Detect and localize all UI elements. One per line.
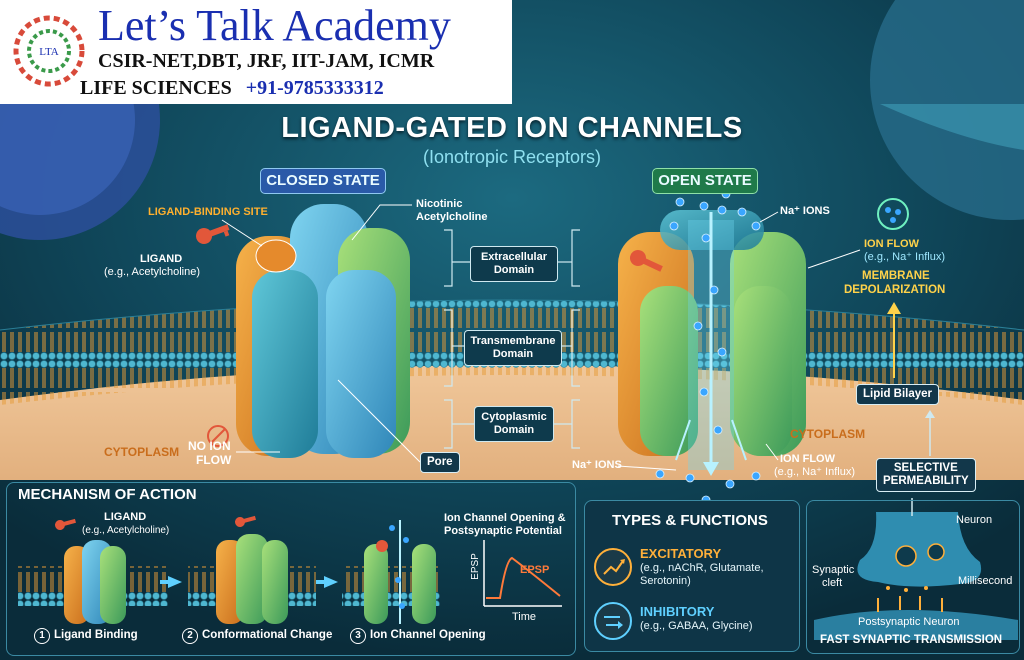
excitatory-example-1: (e.g., nAChR, Glutamate, — [640, 562, 764, 574]
membrane-depolarization-label-2: DEPOLARIZATION — [844, 284, 946, 296]
mechanism-title: MECHANISM OF ACTION — [18, 486, 197, 503]
mechanism-panel — [6, 482, 576, 656]
ligand-label: LIGAND — [140, 253, 183, 265]
no-ion-flow-label-2: FLOW — [196, 453, 232, 467]
closed-state-pill: CLOSED STATE — [260, 168, 386, 194]
epsp-curve-label: EPSP — [520, 564, 550, 576]
academy-subject: LIFE SCIENCES — [80, 77, 232, 99]
receptor-label-1: Nicotinic — [416, 198, 463, 210]
excitatory-example-2: Serotonin) — [640, 575, 691, 587]
synapse-illustration — [814, 498, 1018, 640]
receptor-label-2: Acetylcholine — [416, 211, 488, 223]
no-ion-flow-label-1: NO ION — [188, 439, 231, 453]
excitatory-label: EXCITATORY — [640, 546, 722, 561]
opening-title-2: Postsynaptic Potential — [444, 525, 562, 537]
fast-synaptic-transmission-title: FAST SYNAPTIC TRANSMISSION — [820, 634, 1003, 646]
inhibitory-arrow-icon — [594, 602, 632, 640]
academy-exams: CSIR-NET,DBT, JRF, IIT-JAM, ICMR — [98, 50, 435, 72]
time-axis-label: Time — [512, 611, 537, 623]
na-ions-bottom-label: Na⁺ IONS — [572, 459, 622, 471]
inhibitory-label: INHIBITORY — [640, 604, 715, 619]
page-title: LIGAND-GATED ION CHANNELS — [281, 112, 743, 144]
pore-label: Pore — [420, 452, 460, 473]
epsp-axis-label: EPSP — [469, 553, 481, 580]
types-title: TYPES & FUNCTIONS — [612, 512, 768, 529]
page-subtitle: (Ionotropic Receptors) — [422, 147, 602, 167]
neuron-label: Neuron — [956, 514, 993, 526]
academy-logo: LTA — [13, 15, 85, 87]
mechanism-ligand-label: LIGAND — [104, 511, 147, 523]
logo-text: LTA — [39, 46, 59, 58]
academy-phone: +91-9785333312 — [245, 77, 384, 99]
synaptic-cleft-label-2: cleft — [822, 577, 843, 589]
synapse-panel — [806, 500, 1020, 654]
ion-flow-example-label: (e.g., Na⁺ Influx) — [864, 251, 946, 263]
ion-flow-bottom-label: ION FLOW — [780, 453, 835, 465]
academy-name: Let’s Talk Academy — [98, 1, 451, 50]
synaptic-cleft-label-1: Synaptic — [812, 564, 855, 576]
opening-title-1: Ion Channel Opening & — [444, 512, 566, 524]
millisecond-label: Millisecond — [958, 575, 1013, 587]
ion-flow-bottom-example-label: (e.g., Na⁺ Influx) — [774, 466, 856, 478]
postsynaptic-neuron-label: Postsynaptic Neuron — [858, 616, 960, 628]
open-state-pill: OPEN STATE — [652, 168, 758, 194]
ligand-example-label: (e.g., Acetylcholine) — [104, 266, 200, 278]
na-ions-top-label: Na⁺ IONS — [780, 205, 830, 217]
ion-flow-label: ION FLOW — [864, 238, 919, 250]
open-channel-illustration — [618, 189, 806, 505]
cytoplasm-left-label: CYTOPLASM — [104, 445, 180, 459]
inhibitory-example: (e.g., GABAA, Glycine) — [640, 620, 753, 632]
excitatory-trend-icon — [594, 548, 632, 586]
mechanism-illustrations — [18, 515, 562, 624]
membrane-depolarization-label-1: MEMBRANE — [862, 270, 930, 282]
cytoplasm-right-label: CYTOPLASM — [790, 427, 866, 441]
lipid-bilayer-label: Lipid Bilayer — [856, 384, 940, 405]
academy-header: LTA Let’s Talk Academy CSIR-NET,DBT, JRF… — [0, 0, 512, 104]
mechanism-ligand-example: (e.g., Acetylcholine) — [82, 525, 170, 536]
ligand-binding-site-label: LIGAND-BINDING SITE — [148, 206, 268, 218]
